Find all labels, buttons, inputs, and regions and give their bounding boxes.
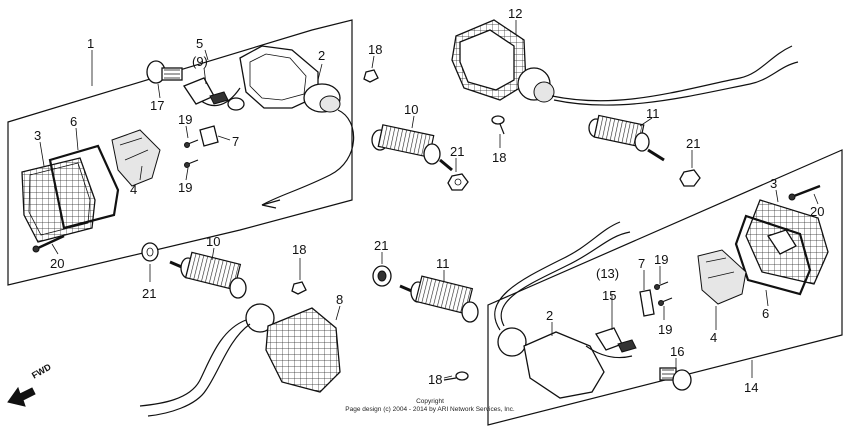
callout-2-lower: 2 <box>546 308 553 323</box>
screw-19-left-b <box>187 159 199 165</box>
callout-12: 12 <box>508 6 522 21</box>
housing-2-right <box>494 221 631 399</box>
bracket-7-right <box>639 289 655 317</box>
fwd-arrow-icon <box>7 386 36 407</box>
reflector-4-left <box>111 129 161 187</box>
spacer-11-lower <box>399 275 479 323</box>
callout-20-left: 20 <box>50 256 64 271</box>
socket-5 <box>183 77 245 111</box>
callout-1: 1 <box>87 36 94 51</box>
callout-10-lower: 10 <box>206 234 220 249</box>
signal-8-lower-left <box>139 303 341 417</box>
callout-15: 15 <box>602 288 616 303</box>
washer-21-lower-left <box>141 242 159 262</box>
callout-21-lower-middle: 21 <box>374 238 388 253</box>
callout-6-right: 6 <box>762 306 769 321</box>
callout-21-lower-left: 21 <box>142 286 156 301</box>
callout-7-left: 7 <box>232 134 239 149</box>
spacer-11-upper <box>588 114 665 162</box>
callout-14: 14 <box>744 380 758 395</box>
callout-2-upper: 2 <box>318 48 325 63</box>
callout-18-upper: 18 <box>368 42 382 57</box>
callout-labels: 1 2 3 6 4 5 (9) 17 19 19 7 18 10 21 12 1… <box>34 6 824 395</box>
spacer-10-upper <box>371 124 453 172</box>
leader-lines <box>39 20 819 379</box>
callout-17: 17 <box>150 98 164 113</box>
screw-19-right-b <box>661 297 673 303</box>
callout-9: (9) <box>192 54 208 69</box>
screw-18-upper-right <box>491 115 505 135</box>
nut-21-upper-right <box>679 169 701 187</box>
lower-right-signal-assembly <box>494 184 829 399</box>
screw-20-right <box>788 184 821 201</box>
callout-21-upper-right: 21 <box>686 136 700 151</box>
callout-16: 16 <box>670 344 684 359</box>
screw-19-left-a <box>187 139 199 145</box>
callout-3-left: 3 <box>34 128 41 143</box>
spacer-10-lower <box>169 251 247 299</box>
nut-18-lower-left <box>291 281 307 295</box>
gasket-6-left <box>48 144 120 230</box>
callout-19-left-a: 19 <box>178 112 192 127</box>
callout-18-lower: 18 <box>428 372 442 387</box>
callout-19-right-a: 19 <box>654 252 668 267</box>
callout-18-lower-left: 18 <box>292 242 306 257</box>
screw-20-left <box>32 234 65 253</box>
signal-12-upper-right <box>451 19 799 106</box>
copyright-line-2: Page design (c) 2004 - 2014 by ARI Netwo… <box>345 406 515 413</box>
group-outline-1 <box>7 19 353 286</box>
upper-left-signal-assembly <box>21 45 379 253</box>
callout-4-left: 4 <box>130 182 137 197</box>
reflector-4-right <box>697 249 747 305</box>
housing-2-left <box>239 45 341 113</box>
group-outline-14 <box>487 149 843 426</box>
callout-8: 8 <box>336 292 343 307</box>
copyright-notice: Copyright Page design (c) 2004 - 2014 by… <box>300 398 560 414</box>
callout-7-right: 7 <box>638 256 645 271</box>
callout-20-right: 20 <box>810 204 824 219</box>
callout-11-lower: 11 <box>436 256 450 271</box>
callout-10-upper: 10 <box>404 102 418 117</box>
bulb-16 <box>659 367 692 391</box>
callout-3-right: 3 <box>770 176 777 191</box>
callout-21-upper: 21 <box>450 144 464 159</box>
callout-19-left-b: 19 <box>178 180 192 195</box>
nut-21-upper <box>447 173 469 191</box>
callout-13: (13) <box>596 266 619 281</box>
washer-21-lower-middle <box>372 265 392 287</box>
callout-11-upper: 11 <box>646 106 660 121</box>
gasket-6-right <box>734 214 812 296</box>
callout-4-right: 4 <box>710 330 717 345</box>
socket-15 <box>585 327 637 359</box>
screw-19-right-a <box>657 281 669 287</box>
bracket-7-left <box>199 125 219 147</box>
copyright-line-1: Copyright <box>416 398 444 405</box>
nut-18-upper <box>363 69 379 83</box>
callout-18-upper-right: 18 <box>492 150 506 165</box>
callout-5: 5 <box>196 36 203 51</box>
callout-6-left: 6 <box>70 114 77 129</box>
bulb-17 <box>146 60 183 84</box>
screw-18-lower <box>443 371 469 381</box>
callout-19-right-b: 19 <box>658 322 672 337</box>
